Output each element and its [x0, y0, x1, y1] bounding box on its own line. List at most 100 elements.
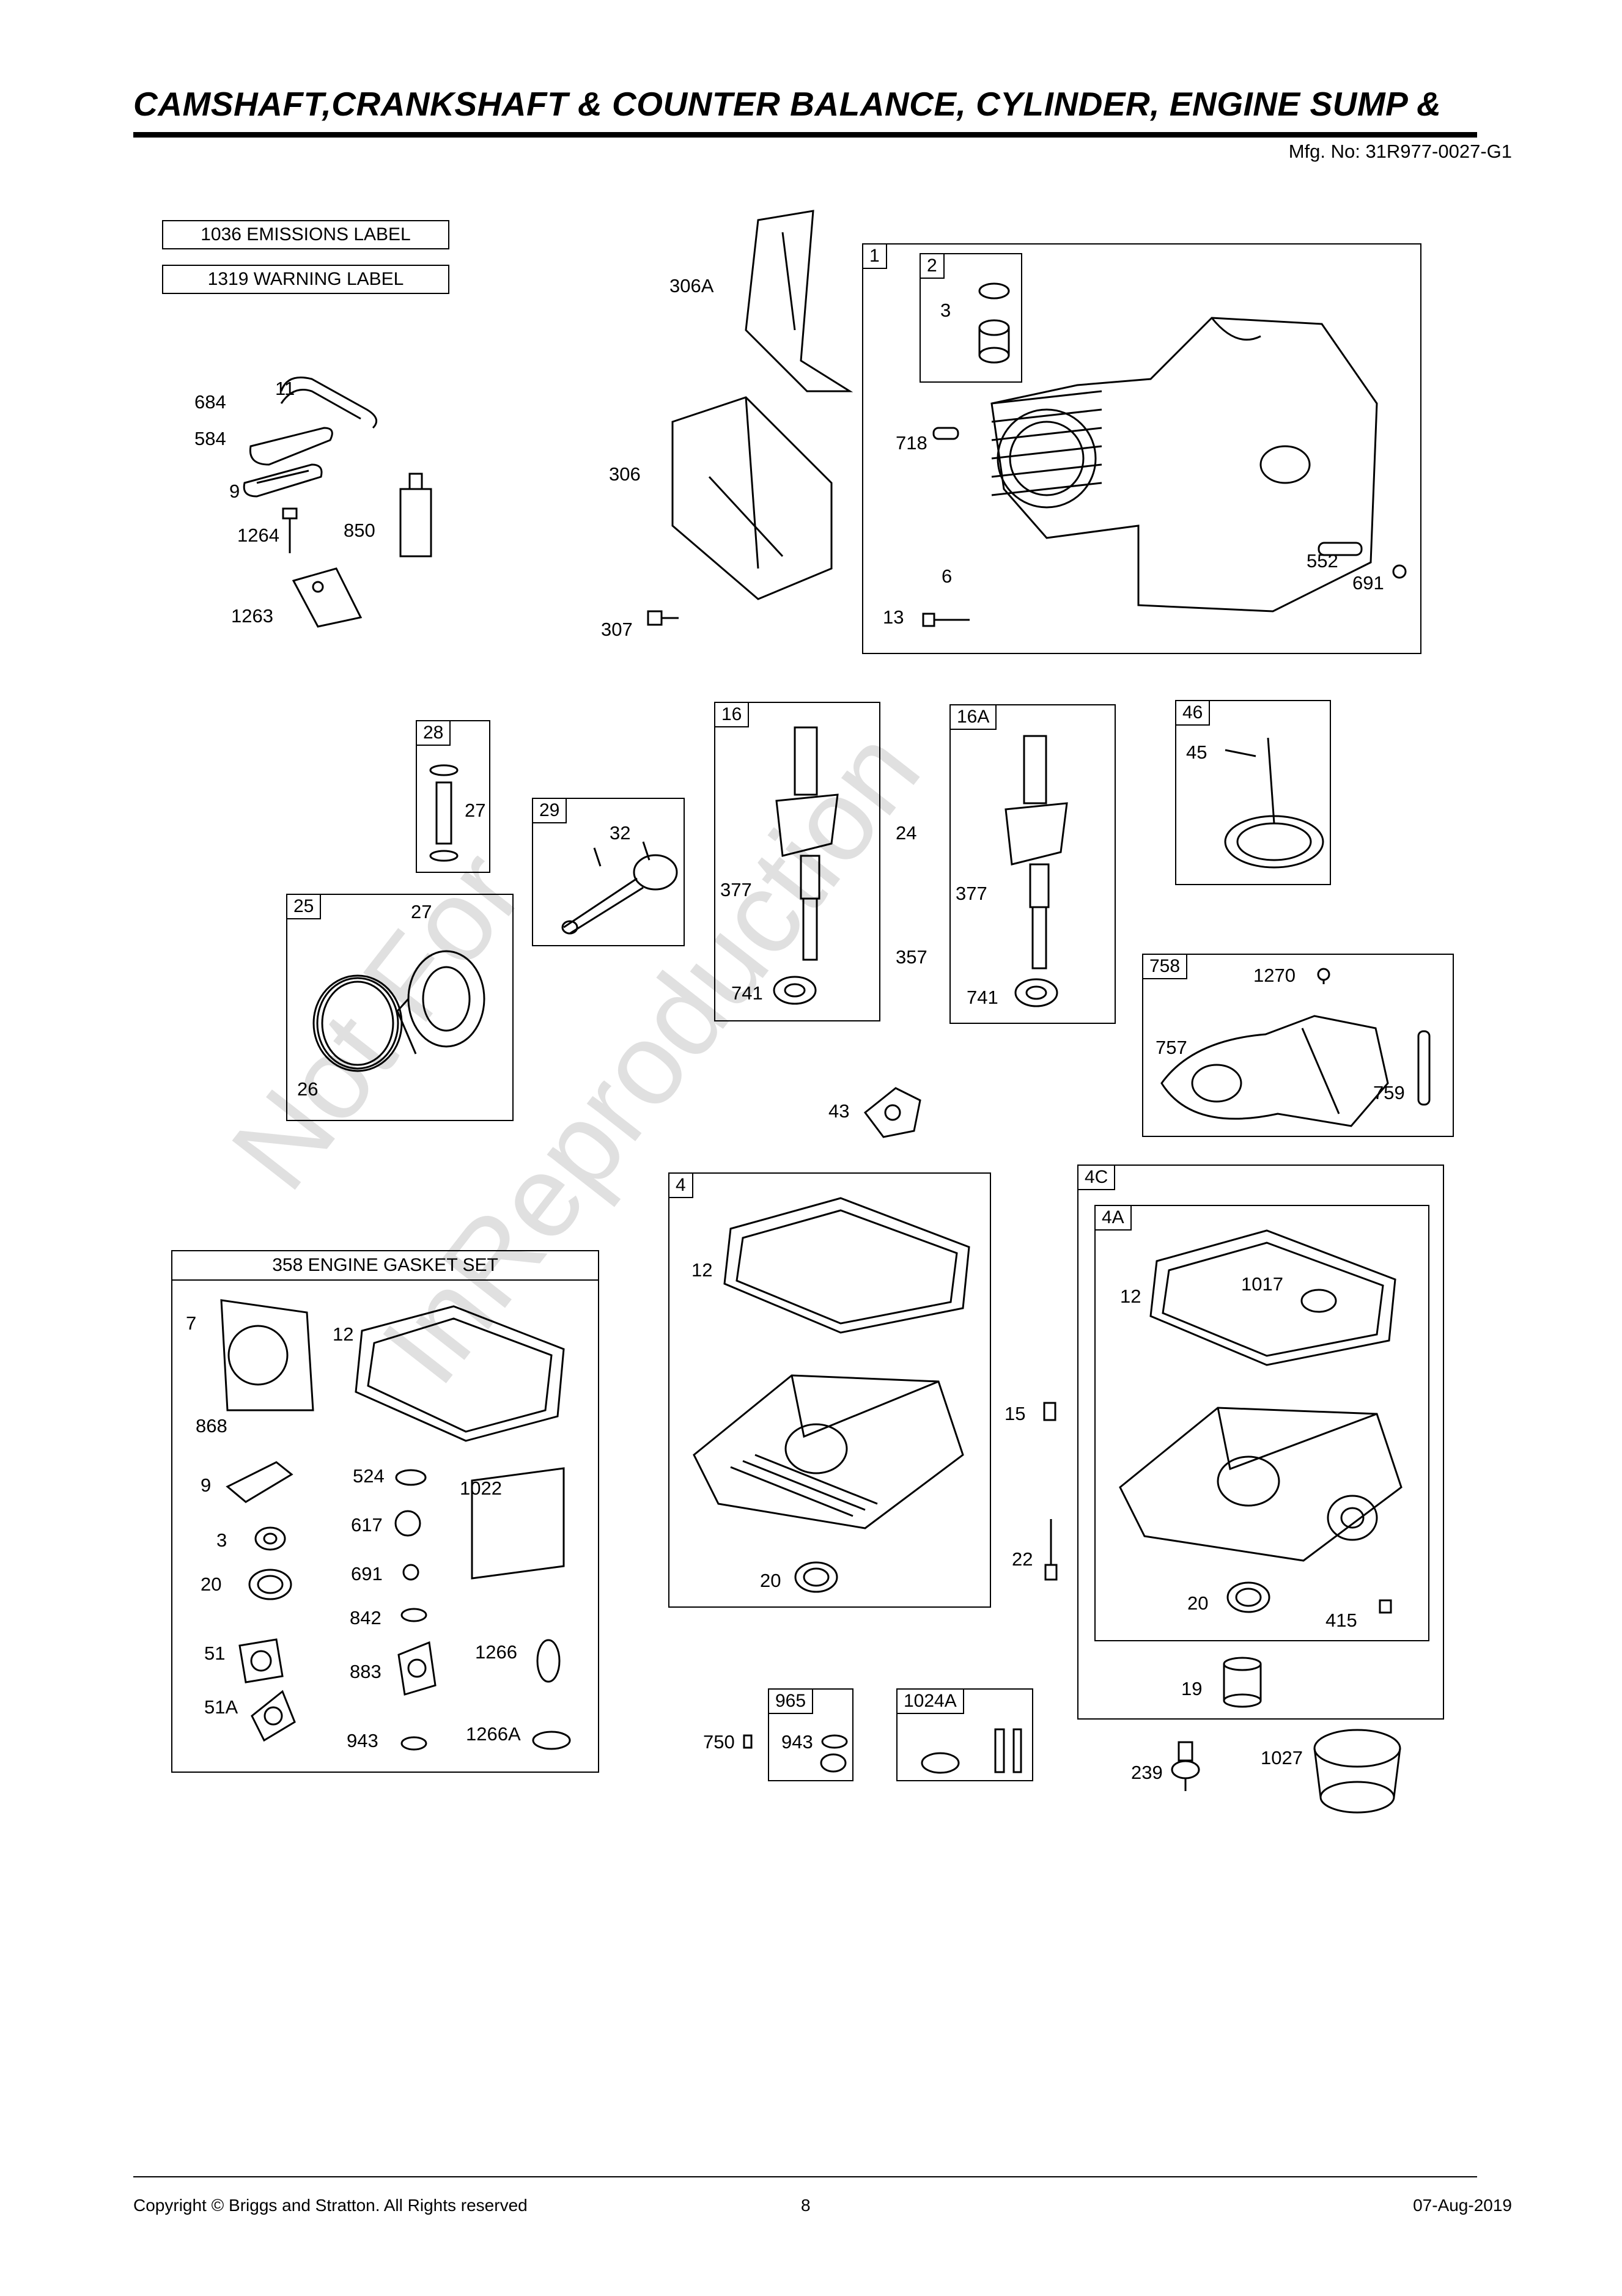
seal-691-icon [1392, 564, 1407, 579]
piston-rings-icon [312, 974, 403, 1072]
callout-1264: 1264 [237, 524, 279, 546]
group-tag-1: 1 [863, 245, 887, 269]
group-1024a-kit: 1024A [896, 1688, 1033, 1781]
callout-552: 552 [1307, 550, 1338, 572]
mfg-number: Mfg. No: 31R977-0027-G1 [1288, 141, 1512, 162]
oring-1266a-icon [532, 1731, 571, 1750]
footer-copyright: Copyright © Briggs and Stratton. All Rig… [133, 2196, 528, 2215]
sump-4a-icon [1119, 1407, 1403, 1562]
callout-9: 9 [229, 480, 240, 502]
footer-date: 07-Aug-2019 [1413, 2196, 1512, 2215]
group-tag-46: 46 [1176, 701, 1211, 726]
group-1-crankcase: 1 2 3 718 6 13 552 691 [862, 243, 1421, 654]
callout-759: 759 [1373, 1082, 1405, 1103]
seal-3b-icon [254, 1526, 286, 1551]
callout-45: 45 [1186, 741, 1207, 763]
oring-943-icon [400, 1736, 427, 1751]
oring-943b-icon [821, 1734, 848, 1749]
group-tag-4: 4 [669, 1174, 693, 1198]
callout-415: 415 [1325, 1610, 1357, 1631]
gear-741b-icon [1014, 978, 1058, 1007]
group-tag-28: 28 [417, 721, 451, 746]
cap-965-icon [820, 1753, 847, 1773]
callout-691: 691 [1352, 572, 1384, 594]
group-965-kit: 965 943 [768, 1688, 853, 1781]
switch-239-icon [1171, 1741, 1200, 1791]
footer-rule [133, 2176, 1477, 2177]
group-tag-965: 965 [769, 1690, 814, 1714]
callout-22: 22 [1012, 1548, 1033, 1570]
callout-20b: 20 [1187, 1592, 1209, 1614]
callout-15: 15 [1005, 1403, 1026, 1424]
screw-307-icon [647, 610, 679, 626]
plug-15-icon [1043, 1402, 1056, 1421]
group-16a-crankshaft: 16A 377 741 [949, 704, 1116, 1024]
callout-750: 750 [703, 1731, 735, 1753]
callout-20a: 20 [760, 1570, 781, 1591]
callout-1017: 1017 [1241, 1273, 1283, 1295]
governor-43-icon [863, 1087, 921, 1138]
gasket-51a-icon [251, 1690, 296, 1742]
group-4a-sump: 4A 12 1017 20 415 [1094, 1205, 1429, 1641]
shroud-306-icon [671, 396, 833, 600]
gasket-callout-1266a: 1266A [466, 1723, 521, 1745]
crankshaft-icon [775, 726, 839, 961]
seal-20a-icon [794, 1561, 838, 1593]
seal-3-icon [978, 282, 1010, 364]
callout-377b: 377 [956, 883, 987, 904]
connecting-rod-icon [561, 841, 678, 935]
dowel-552-icon [1318, 542, 1363, 556]
callout-19: 19 [1181, 1678, 1203, 1699]
callout-1027: 1027 [1261, 1747, 1303, 1768]
callout-943: 943 [781, 1731, 813, 1753]
gear-741-icon [773, 976, 817, 1005]
gasket-callout-1266: 1266 [475, 1641, 517, 1663]
head-gasket-icon [220, 1299, 314, 1411]
group-tag-29: 29 [533, 799, 567, 823]
callout-26: 26 [297, 1078, 319, 1100]
footer-page-number: 8 [801, 2196, 811, 2215]
gasket-9-icon [226, 1461, 293, 1503]
callout-584: 584 [194, 428, 226, 449]
gasket-callout-883: 883 [350, 1661, 382, 1682]
group-16-crankshaft: 16 377 741 [714, 702, 880, 1021]
group-46-camshaft: 46 45 [1175, 700, 1331, 885]
callout-3: 3 [940, 300, 951, 321]
group-28-piston-pin: 28 27 [416, 720, 490, 873]
group-758-balancer: 758 1270 757 759 [1142, 954, 1454, 1137]
sump-gasket-4-icon [723, 1197, 970, 1334]
oring-524-icon [395, 1469, 427, 1486]
gasket-callout-842: 842 [350, 1607, 382, 1628]
page-title: CAMSHAFT,CRANKSHAFT & COUNTER BALANCE, C… [133, 85, 1442, 123]
breather-cover-icon [249, 427, 333, 466]
callout-306: 306 [609, 463, 641, 485]
sump-gasket-4a-icon [1149, 1229, 1396, 1366]
emissions-label-box: 1036 EMISSIONS LABEL [162, 220, 449, 249]
gasket-callout-943: 943 [347, 1730, 378, 1751]
callout-718: 718 [896, 432, 927, 454]
group-tag-758: 758 [1143, 955, 1188, 979]
group-tag-4c: 4C [1078, 1166, 1116, 1190]
group-4-sump: 4 12 20 [668, 1172, 991, 1608]
gasket-callout-691: 691 [351, 1563, 383, 1584]
seal-20-icon [248, 1569, 292, 1600]
callout-684: 684 [194, 391, 226, 413]
gasket-callout-7: 7 [186, 1312, 197, 1334]
bolt-13-icon [922, 613, 970, 627]
sealant-tube-icon [399, 473, 432, 557]
callout-13: 13 [883, 606, 904, 628]
callout-12a: 12 [691, 1259, 713, 1281]
callout-307: 307 [601, 619, 633, 640]
pin-759-icon [1417, 1030, 1431, 1106]
filter-cap-1017-icon [1300, 1289, 1337, 1313]
callout-306a: 306A [669, 275, 714, 296]
gasket-callout-51: 51 [204, 1643, 226, 1664]
oring-842-icon [400, 1608, 427, 1622]
group-358-gasket-set: 358 ENGINE GASKET SET 7 12 868 9 524 102… [171, 1250, 599, 1773]
sleeve-19-icon [1223, 1657, 1262, 1708]
valve-cover-gasket-icon [471, 1467, 565, 1580]
breather-tube-icon [280, 377, 378, 429]
piston-pin-icon [429, 764, 459, 862]
group-tag-25: 25 [287, 895, 322, 919]
oring-1266-icon [536, 1639, 561, 1683]
